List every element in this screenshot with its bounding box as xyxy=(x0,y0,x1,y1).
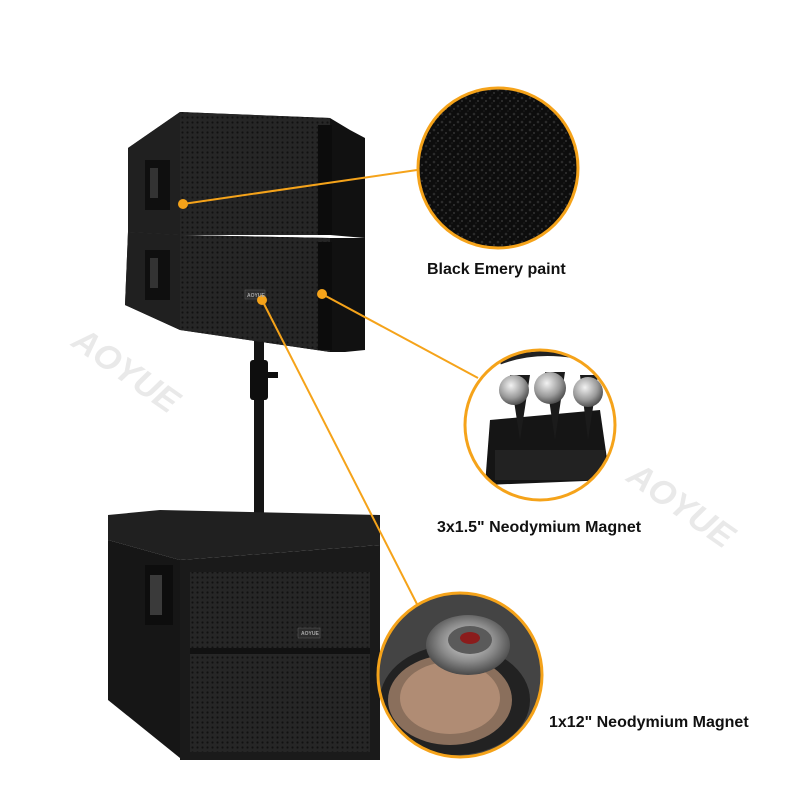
line-array-bottom xyxy=(125,232,365,352)
brand-badge xyxy=(244,289,266,300)
caption-woofer-magnet: 1x12" Neodymium Magnet xyxy=(549,714,749,731)
detail-emery-paint xyxy=(416,86,580,250)
subwoofer-cabinet xyxy=(108,510,380,760)
watermark-text: AOYUE xyxy=(620,455,743,557)
line-array-top xyxy=(128,112,365,238)
callout-dots xyxy=(178,199,327,305)
watermark-text: AOYUE xyxy=(65,320,188,422)
detail-woofer-cone xyxy=(376,591,544,759)
watermark-right: AOYUE xyxy=(620,455,743,557)
callout-lines xyxy=(182,169,479,611)
svg-text:AOYUE: AOYUE xyxy=(247,293,265,299)
watermark-left: AOYUE xyxy=(65,320,188,422)
caption-emery-paint: Black Emery paint xyxy=(427,261,566,278)
brand-logo: AOYUE AOYUE xyxy=(247,293,319,637)
svg-text:AOYUE: AOYUE xyxy=(301,631,319,637)
detail-horn-drivers xyxy=(463,348,617,502)
brand-badge xyxy=(297,627,321,639)
caption-horn-magnet: 3x1.5" Neodymium Magnet xyxy=(437,519,642,536)
